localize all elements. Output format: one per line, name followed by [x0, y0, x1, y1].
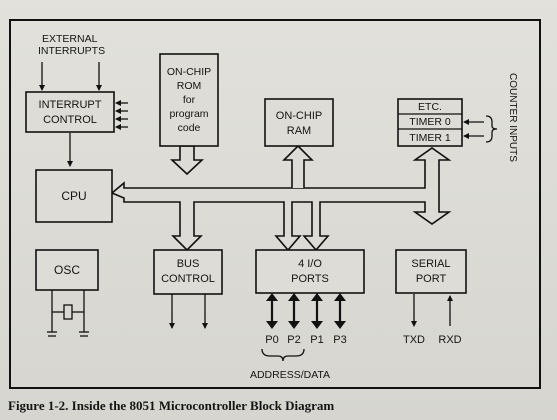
- serial-port-lines: [411, 294, 453, 327]
- io-ports-label-line2: PORTS: [291, 273, 329, 285]
- cpu-block: CPU: [35, 169, 113, 223]
- rom-label-line3: for: [183, 94, 196, 106]
- serial-port-label-line1: SERIAL: [411, 258, 450, 270]
- serial-port-label-line2: PORT: [416, 273, 447, 285]
- internal-bus: [110, 147, 452, 252]
- timers-block: ETC. TIMER 0 TIMER 1: [397, 98, 463, 147]
- serial-port-block: SERIAL PORT: [395, 249, 467, 294]
- on-chip-rom-block: ON-CHIP ROM for program code: [159, 53, 219, 147]
- interrupt-control-label-line2: CONTROL: [43, 114, 97, 126]
- interrupt-control-label-line1: INTERRUPT: [39, 99, 102, 111]
- rom-label-line5: code: [178, 122, 201, 134]
- port-p2-label: P2: [287, 334, 300, 346]
- io-ports-label-line1: 4 I/O: [298, 258, 322, 270]
- bus-control-label-line1: BUS: [177, 258, 200, 270]
- osc-block: OSC: [35, 249, 99, 291]
- address-data-label: ADDRESS/DATA: [250, 369, 330, 381]
- address-data-brace: [261, 348, 305, 362]
- ram-label-line1: ON-CHIP: [276, 110, 322, 122]
- rom-label-line4: program: [169, 108, 208, 120]
- timer0-label: TIMER 0: [409, 116, 451, 128]
- etc-label: ETC.: [418, 101, 442, 113]
- port-arrows: [266, 293, 346, 329]
- figure-caption: Figure 1-2. Inside the 8051 Microcontrol…: [8, 398, 335, 413]
- on-chip-ram-block: ON-CHIP RAM: [264, 98, 334, 147]
- bus-control-block: BUS CONTROL: [153, 249, 223, 295]
- external-interrupts-label-line1: EXTERNAL: [42, 33, 98, 45]
- interrupt-control-block: INTERRUPT CONTROL: [25, 91, 115, 133]
- osc-label: OSC: [54, 263, 80, 277]
- port-p0-label: P0: [265, 334, 278, 346]
- txd-label: TXD: [403, 334, 425, 346]
- rom-bus-link: [169, 145, 205, 176]
- rom-label-line2: ROM: [177, 80, 202, 92]
- crystal-oscillator-circuit: [47, 290, 89, 337]
- port-p1-label: P1: [310, 334, 323, 346]
- ram-bus-link: [282, 144, 314, 188]
- rxd-label: RXD: [438, 334, 461, 346]
- bus-control-outputs: [169, 294, 208, 329]
- external-interrupts-label-line2: INTERRUPTS: [38, 45, 105, 57]
- bus-control-label-line2: CONTROL: [161, 273, 215, 285]
- counter-inputs-label: COUNTER INPUTS: [507, 73, 518, 162]
- internal-interrupt-arrows: [67, 100, 128, 167]
- cpu-label: CPU: [61, 189, 86, 203]
- timer1-label: TIMER 1: [409, 132, 451, 144]
- rom-label-line1: ON-CHIP: [167, 66, 211, 78]
- port-p3-label: P3: [333, 334, 346, 346]
- external-interrupt-arrows: [39, 62, 102, 91]
- ram-label-line2: RAM: [287, 125, 311, 137]
- diagram-frame: [9, 19, 541, 389]
- counter-input-arrows: [463, 115, 498, 143]
- io-ports-block: 4 I/O PORTS: [255, 249, 365, 294]
